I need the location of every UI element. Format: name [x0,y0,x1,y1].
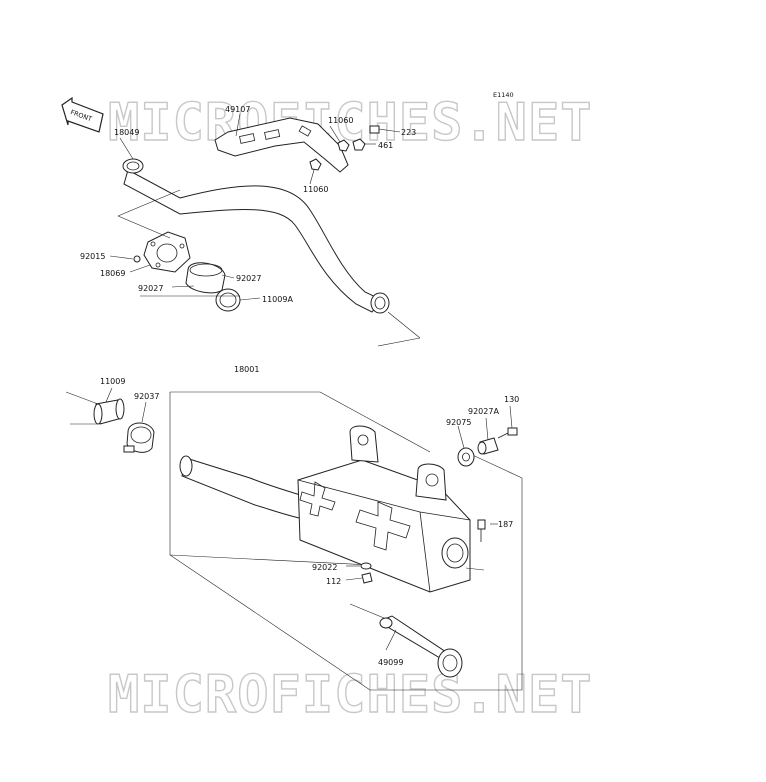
label-11060-top: 11060 [328,116,353,125]
clamp-92037 [123,422,155,453]
tail-pipe-49099 [379,615,463,678]
label-461: 461 [378,141,393,150]
label-92022: 92022 [312,563,337,572]
label-11009: 11009 [100,377,125,386]
bolt-130 [497,427,518,439]
label-112: 112 [326,577,341,586]
muffler-body [297,425,471,593]
nut-461 [352,138,366,151]
upper-leader-lines [109,113,421,347]
muffler-inlet-pipe [179,455,309,521]
bolt-223 [369,125,401,134]
label-92075: 92075 [446,418,471,427]
front-arrow-icon: FRONT [61,96,104,133]
exhaust-pipe [122,158,390,314]
watermark-top: MICROFICHES.NET [108,93,593,153]
label-49099: 49099 [378,658,403,667]
bolt-187 [477,519,486,542]
label-92027-left: 92027 [138,284,163,293]
diagram-code: E1140 [493,91,514,99]
gasket-11009A [215,288,241,312]
nut-11060-top [337,139,350,152]
label-49107: 49107 [225,105,250,114]
label-11009A: 11009A [262,295,293,304]
label-92015: 92015 [80,252,105,261]
label-92037: 92037 [134,392,159,401]
label-18001: 18001 [234,365,259,374]
exhaust-flange [143,231,191,273]
bolt-112 [361,572,373,584]
label-18069: 18069 [100,269,125,278]
collar-92027A [477,437,499,455]
part-labels: 18049 49107 11060 223 461 11060 92015 18… [80,105,519,667]
gasket-11009 [93,398,125,425]
heat-guard [214,117,349,173]
nut-11060-bottom [309,158,322,171]
lower-leader-lines [65,387,513,651]
label-11060-bottom: 11060 [303,185,328,194]
label-92027A: 92027A [468,407,499,416]
label-130: 130 [504,395,519,404]
damper-92075 [457,447,475,467]
label-92027-right: 92027 [236,274,261,283]
label-18049: 18049 [114,128,139,137]
stud-92015 [133,255,141,263]
label-223: 223 [401,128,416,137]
washer-92022 [360,562,372,570]
label-187: 187 [498,520,513,529]
watermark-bottom: MICROFICHES.NET [108,665,593,725]
collar-92027 [185,262,226,294]
